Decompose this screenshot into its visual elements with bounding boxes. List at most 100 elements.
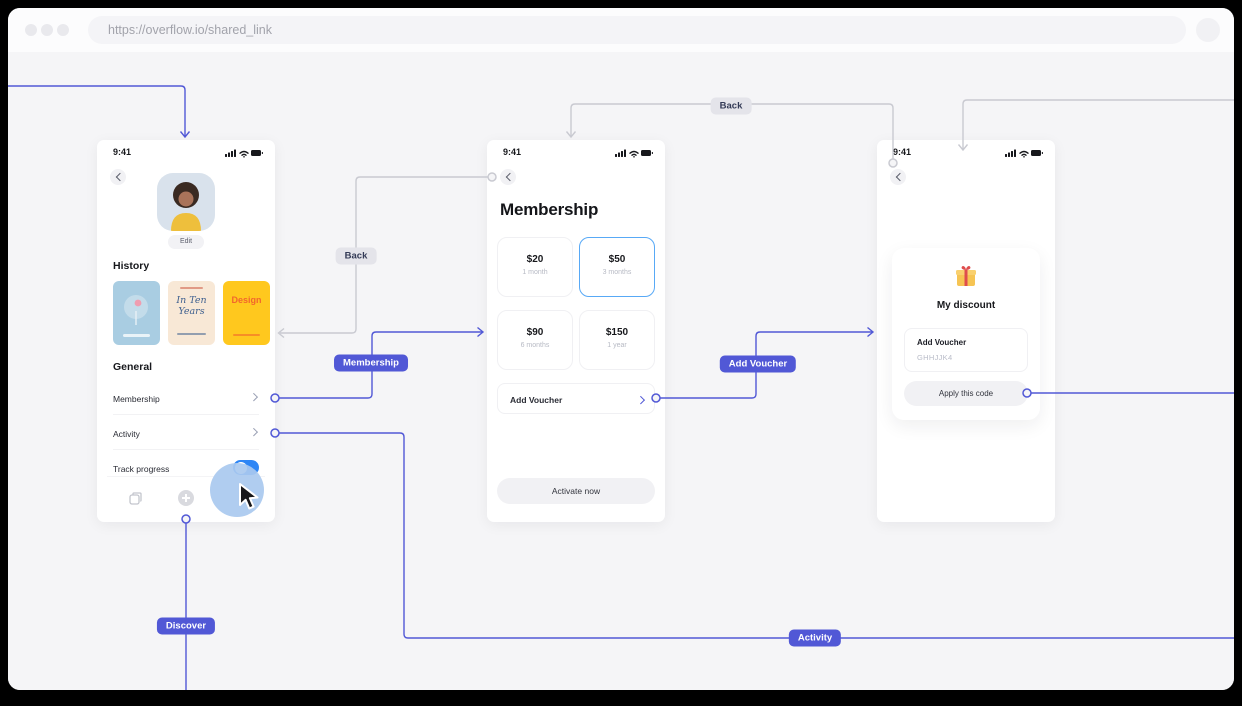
plan-card-20[interactable]: $20 1 month xyxy=(497,237,573,297)
connector-back-mid-arrow xyxy=(277,327,285,339)
browser-toolbar: https://overflow.io/shared_link xyxy=(8,8,1234,52)
battery-icon xyxy=(641,150,653,156)
back-button[interactable] xyxy=(890,169,906,185)
plan-price: $150 xyxy=(605,327,629,338)
status-icons xyxy=(225,149,263,158)
connector-add-voucher-arrow xyxy=(867,326,875,338)
screen-membership: 9:41 Membership $20 1 month $50 3 months… xyxy=(487,140,665,522)
flow-label-activity[interactable]: Activity xyxy=(788,629,842,647)
add-voucher-row[interactable]: Add Voucher xyxy=(497,383,655,414)
history-heading: History xyxy=(113,260,150,272)
minimize-window-icon[interactable] xyxy=(41,24,53,36)
book-cover-in-ten-years[interactable]: In Ten Years xyxy=(168,281,215,345)
track-progress-label: Track progress xyxy=(113,464,170,474)
cellular-icon xyxy=(225,149,236,157)
wifi-icon xyxy=(1019,150,1029,158)
plan-card-50-selected[interactable]: $50 3 months xyxy=(579,237,655,297)
flow-label-add-voucher[interactable]: Add Voucher xyxy=(719,355,797,373)
chevron-right-icon xyxy=(251,393,257,399)
book-cover-design[interactable]: Design xyxy=(223,281,270,345)
plan-duration: 1 year xyxy=(607,342,627,349)
chevron-right-icon xyxy=(251,428,257,434)
bottom-tab-bar xyxy=(107,476,265,522)
general-heading: General xyxy=(113,361,153,373)
flow-label-back[interactable]: Back xyxy=(335,247,377,265)
plan-card-90[interactable]: $90 6 months xyxy=(497,310,573,370)
connector-entry-line xyxy=(8,85,186,136)
screen-profile: 9:41 Edit History xyxy=(97,140,275,522)
status-bar: 9:41 xyxy=(877,140,1055,162)
cover-top-caption xyxy=(180,287,203,289)
my-discount-title: My discount xyxy=(936,300,996,311)
voucher-input[interactable]: Add Voucher GHHJJK4 xyxy=(904,328,1028,372)
membership-row[interactable]: Membership xyxy=(113,381,259,415)
address-bar[interactable]: https://overflow.io/shared_link xyxy=(88,16,1186,44)
apply-code-button[interactable]: Apply this code xyxy=(904,381,1028,406)
membership-title: Membership xyxy=(500,200,599,219)
lollipop-illustration xyxy=(124,295,148,325)
flow-label-back-top[interactable]: Back xyxy=(710,97,752,115)
avatar-illustration xyxy=(157,173,215,231)
account-avatar[interactable] xyxy=(1196,18,1220,42)
activity-row-label: Activity xyxy=(113,429,140,439)
cover-author-caption xyxy=(233,334,260,336)
connector-back-mid-line xyxy=(280,176,492,334)
connector-activity-line xyxy=(275,432,1234,639)
status-bar: 9:41 xyxy=(97,140,275,162)
voucher-input-placeholder: GHHJJK4 xyxy=(917,353,953,362)
flow-label-discover[interactable]: Discover xyxy=(156,617,216,635)
wifi-icon xyxy=(239,150,249,158)
cellular-icon xyxy=(615,149,626,157)
discover-plus-button[interactable] xyxy=(178,490,194,506)
discount-card: My discount Add Voucher GHHJJK4 Apply th… xyxy=(892,248,1040,420)
connector-membership-arrow xyxy=(477,326,485,338)
library-icon[interactable] xyxy=(129,492,142,505)
membership-row-label: Membership xyxy=(113,394,160,404)
back-button[interactable] xyxy=(500,169,516,185)
activity-row[interactable]: Activity xyxy=(113,416,259,450)
status-time: 9:41 xyxy=(503,147,522,157)
url-text: https://overflow.io/shared_link xyxy=(108,23,272,37)
battery-icon xyxy=(1031,150,1043,156)
flow-canvas[interactable]: 9:41 Edit History xyxy=(8,52,1234,690)
battery-icon xyxy=(251,150,263,156)
gift-icon xyxy=(956,265,976,286)
gray-connector-lines xyxy=(277,99,1234,339)
plan-duration: 6 months xyxy=(520,342,550,349)
window-controls[interactable] xyxy=(25,24,69,36)
browser-window: https://overflow.io/shared_link xyxy=(8,8,1234,690)
cover-author-caption xyxy=(177,333,206,335)
book-cover-blue[interactable] xyxy=(113,281,160,345)
plan-price: $90 xyxy=(526,327,544,338)
status-time: 9:41 xyxy=(893,147,912,157)
voucher-input-label: Add Voucher xyxy=(917,338,967,347)
activate-now-button[interactable]: Activate now xyxy=(497,478,655,504)
plan-price: $20 xyxy=(526,254,544,265)
close-window-icon[interactable] xyxy=(25,24,37,36)
wifi-icon xyxy=(629,150,639,158)
edit-profile-button[interactable]: Edit xyxy=(168,235,204,249)
add-voucher-label: Add Voucher xyxy=(510,395,563,405)
screen-discount: 9:41 My discount Add Voucher xyxy=(877,140,1055,522)
connector-entry-arrow xyxy=(179,131,191,139)
chevron-right-icon xyxy=(638,397,644,403)
plan-price: $50 xyxy=(608,254,626,265)
cover-title-line2: Years xyxy=(178,306,205,317)
status-icons xyxy=(615,149,653,158)
status-icons xyxy=(1005,149,1043,158)
plan-duration: 1 month xyxy=(522,269,548,276)
mouse-cursor xyxy=(239,483,259,510)
touch-indicator xyxy=(210,463,264,517)
status-time: 9:41 xyxy=(113,147,132,157)
cover-title-line1: In Ten xyxy=(176,295,207,306)
maximize-window-icon[interactable] xyxy=(57,24,69,36)
connector-back-top-arrow xyxy=(565,131,577,139)
profile-avatar xyxy=(157,173,215,231)
cellular-icon xyxy=(1005,149,1016,157)
flow-label-membership[interactable]: Membership xyxy=(334,354,408,372)
status-bar: 9:41 xyxy=(487,140,665,162)
cover-design-title: Design xyxy=(231,295,262,305)
plan-card-150[interactable]: $150 1 year xyxy=(579,310,655,370)
back-button[interactable] xyxy=(110,169,126,185)
cover-caption-text xyxy=(123,334,150,337)
